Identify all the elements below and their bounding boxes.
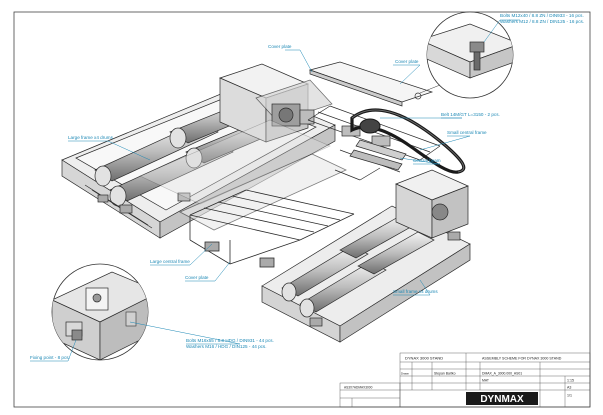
callout-cover-plate-top: Cover plate bbox=[268, 44, 292, 49]
callout-belt: Belt 14M/GT L=3150 - 2 pcs. bbox=[441, 112, 500, 117]
belt bbox=[350, 108, 466, 174]
callout-cover-plate-bottom: Cover plate bbox=[185, 275, 209, 280]
callout-bolts-m12: Bolts M12x40 / 8.8 ZN / DIN933 - 16 pcs. bbox=[500, 13, 584, 18]
detail-view-bolts bbox=[414, 11, 514, 100]
callout-small-frame-drums: Small frame x4 drums bbox=[393, 289, 438, 294]
tb-sheet: 1/1 bbox=[567, 394, 572, 398]
tb-sheet-size: A3 bbox=[567, 386, 571, 390]
callout-washers-m12: Washers M12 / 8.8 ZN / DIN125 - 16 pcs. bbox=[500, 19, 584, 24]
tb-scale: 1:15 bbox=[567, 379, 574, 383]
title-block bbox=[339, 352, 591, 408]
callout-small-central-frame: Small central frame bbox=[447, 130, 487, 135]
title-block-text: DYNAX 3000 STAND ASSEMBLY SCHEME FOR DYN… bbox=[344, 356, 574, 398]
callout-large-central-frame: Large central frame bbox=[150, 259, 190, 264]
callout-fixing-point: Fixing point - 8 pcs. bbox=[30, 355, 70, 360]
tb-material: MAT bbox=[482, 379, 489, 383]
tb-drawn-label: Drawn bbox=[401, 372, 410, 376]
callout-washers-m16: Washers M16 / HDG / DIN125 - 44 pcs. bbox=[186, 344, 267, 349]
tb-revision-code: AS3X7ADMAX3000 bbox=[344, 386, 373, 390]
cover-plate-mid bbox=[139, 119, 331, 205]
central-beam bbox=[349, 139, 407, 171]
tb-product: DYNAX 3000 STAND bbox=[405, 356, 443, 361]
sheet-border bbox=[13, 11, 591, 408]
large-frame-housing bbox=[219, 63, 333, 143]
tb-drawing-no: DMAX_A_3000.000_AS01 bbox=[482, 372, 522, 376]
small-frame-housing bbox=[395, 169, 469, 239]
callout-cover-plate-right: Cover plate bbox=[395, 59, 419, 64]
cover-plate-top bbox=[308, 61, 434, 107]
callout-large-frame-drums: Large frame x4 drums bbox=[68, 135, 114, 140]
callouts: Bolts M12x40 / 8.8 ZN / DIN933 - 16 pcs.… bbox=[30, 13, 584, 360]
brand-text: DYNMAX bbox=[480, 394, 524, 405]
callout-central-beam: Central beam bbox=[413, 158, 441, 163]
small-frame-drums bbox=[281, 215, 435, 318]
leader-lines bbox=[30, 19, 520, 362]
brand-logo: DYNMAX bbox=[466, 392, 538, 405]
callout-bolts-m16: Bolts M16x55 / 8.8 HDG / DIN931 - 44 pcs… bbox=[186, 338, 274, 343]
large-central-frame bbox=[179, 153, 355, 268]
tb-drawn-by: Stepan Bartko bbox=[434, 372, 456, 376]
detail-view-fixing bbox=[51, 263, 149, 361]
small-frame bbox=[261, 205, 471, 343]
tb-title: ASSEMBLY SCHEME FOR DYNAX 3000 STAND bbox=[482, 357, 562, 361]
